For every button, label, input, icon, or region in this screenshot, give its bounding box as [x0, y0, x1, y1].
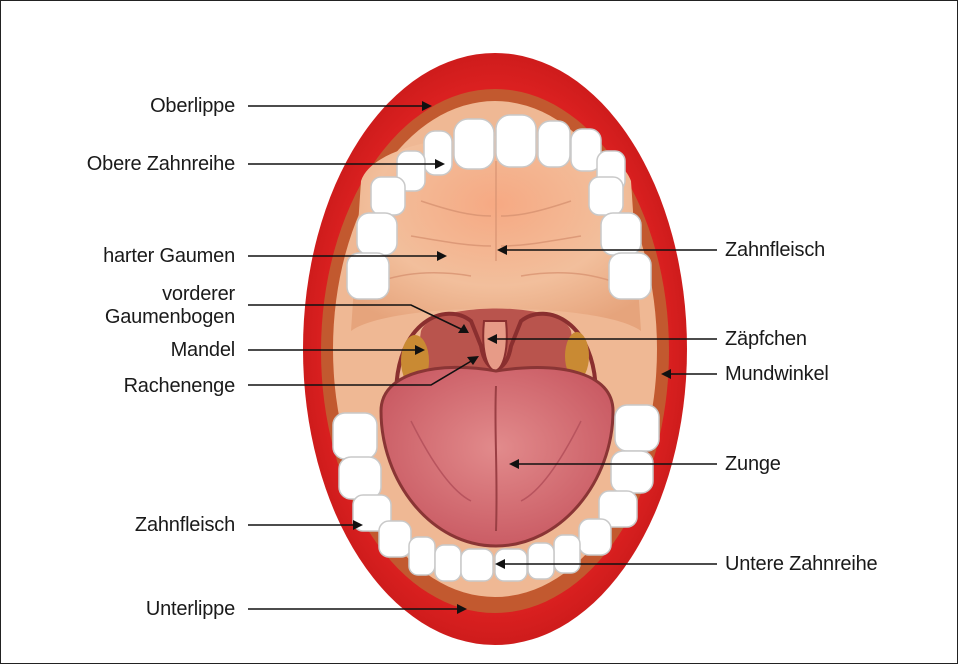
label-zaepfchen: Zäpfchen	[725, 328, 807, 350]
label-vorderer-gaumenbogen-2: Gaumenbogen	[105, 306, 235, 328]
label-oberlippe: Oberlippe	[150, 95, 235, 117]
label-untere-zahnreihe: Untere Zahnreihe	[725, 553, 877, 575]
tongue-median-groove	[495, 386, 496, 531]
label-zahnfleisch-left: Zahnfleisch	[135, 514, 235, 536]
label-zahnfleisch-right: Zahnfleisch	[725, 239, 825, 261]
label-mundwinkel: Mundwinkel	[725, 363, 829, 385]
label-harter-gaumen: harter Gaumen	[103, 245, 235, 267]
label-zunge: Zunge	[725, 453, 781, 475]
label-vorderer-gaumenbogen-1: vorderer	[162, 283, 235, 305]
label-unterlippe: Unterlippe	[146, 598, 235, 620]
label-rachenenge: Rachenenge	[124, 375, 235, 397]
label-mandel: Mandel	[171, 339, 235, 361]
label-obere-zahnreihe: Obere Zahnreihe	[87, 153, 235, 175]
uvula	[483, 321, 507, 371]
